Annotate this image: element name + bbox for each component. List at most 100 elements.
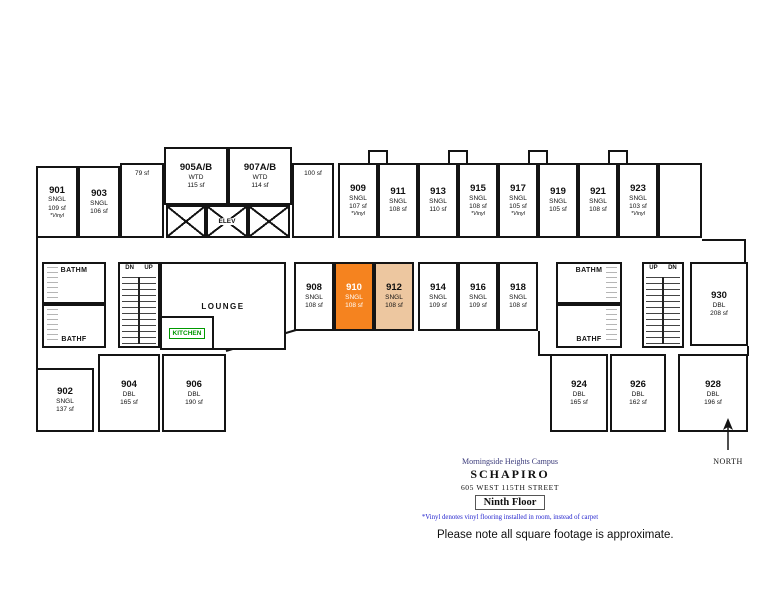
room-number: 913 (430, 186, 446, 198)
stairwell-right: UP DN (642, 262, 684, 348)
bath-men-label: BATHM (60, 267, 88, 274)
room-type: SNGL (429, 294, 447, 302)
room-type: SNGL (429, 198, 447, 206)
building-address: 605 WEST 115TH STREET (460, 483, 560, 492)
room-type: SNGL (385, 294, 403, 302)
room-number: 905A/B (179, 161, 213, 173)
bathroom-men-left: BATHM (42, 262, 106, 304)
room-100-sf: 100 sf (292, 163, 334, 238)
room-number: 901 (49, 184, 65, 196)
room-number: 930 (711, 289, 727, 301)
room-area: 109 sf (429, 302, 447, 310)
room-type: DBL (631, 390, 645, 398)
room-type: SNGL (56, 397, 74, 405)
room-number: 918 (510, 282, 526, 294)
stair-direction-labels: UP DN (644, 265, 682, 271)
room-area: 106 sf (90, 207, 108, 215)
room-note: *Vinyl (471, 211, 485, 218)
room-note: *Vinyl (511, 211, 525, 218)
stair-direction-labels: DN UP (120, 265, 158, 271)
bath-women-label: BATHF (61, 336, 87, 343)
floor-name: Ninth Floor (474, 495, 546, 510)
room-area: 108 sf (389, 206, 407, 214)
room-number: 926 (630, 378, 646, 390)
room-area: 105 sf (549, 206, 567, 214)
stair-divider (662, 277, 664, 344)
room-area: 110 sf (429, 206, 447, 214)
room-type: SNGL (305, 294, 323, 302)
building-name: SCHAPIRO (470, 467, 550, 481)
footage-disclaimer: Please note all square footage is approx… (437, 529, 674, 541)
room-number: 906 (186, 378, 202, 390)
room-number: 919 (550, 186, 566, 198)
kitchen-label: KITCHEN (168, 327, 206, 339)
room-type: SNGL (90, 199, 108, 207)
room-area: 109 sf (48, 204, 66, 212)
room-area: 108 sf (305, 302, 323, 310)
room-note: *Vinyl (631, 211, 645, 218)
room-number: 907A/B (243, 161, 277, 173)
room-number: 923 (630, 183, 646, 194)
room-type: SNGL (549, 198, 567, 206)
room-number: 909 (350, 183, 366, 194)
room-number: 911 (390, 186, 406, 198)
room-note: *Vinyl (351, 211, 365, 218)
title-block: Morningside Heights Campus SCHAPIRO 605 … (392, 457, 628, 521)
room-type: SNGL (509, 194, 527, 202)
room-type: SNGL (469, 194, 487, 202)
room-area: 105 sf (509, 203, 527, 210)
room-area: 108 sf (469, 203, 487, 210)
room-unlabeled (658, 163, 702, 238)
room-type: DBL (122, 390, 136, 398)
bath-men-label: BATHM (575, 267, 603, 274)
elevator-shaft-icon (166, 205, 206, 238)
room-area: 107 sf (349, 203, 367, 210)
bathroom-men-right: BATHM (556, 262, 622, 304)
stair-down-label: DN (668, 265, 677, 271)
room-area: 162 sf (629, 398, 647, 406)
kitchen: KITCHEN (160, 316, 214, 350)
campus-name: Morningside Heights Campus (462, 457, 558, 466)
bathroom-women-right: BATHF (556, 304, 622, 348)
stair-up-label: UP (649, 265, 658, 271)
bath-women-label: BATHF (576, 336, 602, 343)
room-area: 165 sf (120, 398, 138, 406)
room-area: 114 sf (251, 181, 269, 189)
stair-down-label: DN (125, 265, 134, 271)
room-type: WTD (252, 173, 268, 181)
elevator-lobby: ELEV (206, 205, 248, 238)
north-indicator: NORTH (704, 416, 752, 466)
vinyl-note: *Vinyl denotes vinyl flooring installed … (421, 514, 599, 521)
room-area: 190 sf (185, 398, 203, 406)
lounge-label: LOUNGE (201, 301, 245, 311)
room-type: DBL (187, 390, 201, 398)
north-label: NORTH (713, 457, 743, 466)
room-number: 908 (306, 282, 322, 294)
room-type: SNGL (48, 196, 66, 204)
room-area: 196 sf (704, 398, 722, 406)
room-type: DBL (572, 390, 586, 398)
room-area: 109 sf (469, 302, 487, 310)
room-area: 108 sf (509, 302, 527, 310)
room-area: 103 sf (629, 203, 647, 210)
bathroom-women-left: BATHF (42, 304, 106, 348)
room-number: 917 (510, 183, 526, 194)
